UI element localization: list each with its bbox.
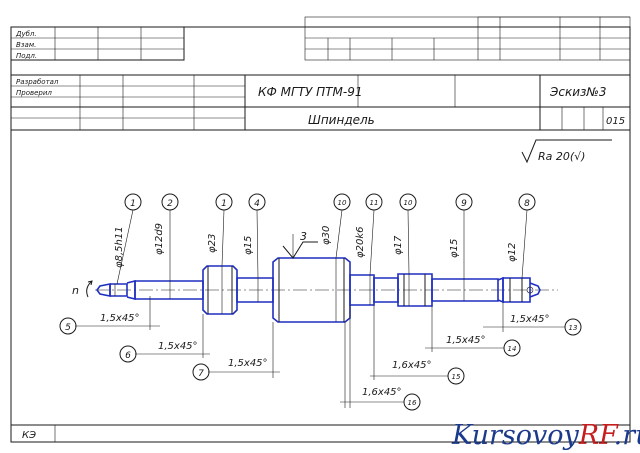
chamfer-6: 1,5x45° xyxy=(446,335,486,346)
sheet-frame xyxy=(10,26,631,443)
diam-2: φ12d9 xyxy=(154,223,165,255)
row-dubl: Дубл. xyxy=(15,30,37,38)
label-checked: Проверил xyxy=(16,89,52,97)
callout-8: 9 xyxy=(461,199,467,209)
chamfer-3: 1,5x45° xyxy=(228,358,268,369)
label-developer: Разработал xyxy=(16,78,59,86)
callout-2: 2 xyxy=(167,199,173,209)
callout-3: 1 xyxy=(221,199,227,209)
callout-circle-2 xyxy=(161,193,179,211)
callout-10: 5 xyxy=(65,323,71,333)
revision-table: Дубл. Взам. Подл. xyxy=(10,26,185,61)
callout-7: 10 xyxy=(404,199,413,207)
chamfer-7: 1,5x45° xyxy=(510,314,550,325)
rotation-label: n xyxy=(72,284,79,297)
diam-7: φ17 xyxy=(393,235,404,255)
chamfer-5: 1,6x45° xyxy=(392,360,432,371)
surface-mark: 3 xyxy=(282,230,318,259)
callout-circle-6 xyxy=(365,193,383,211)
diam-8: φ15 xyxy=(449,239,460,258)
org-name: КФ МГТУ ПТМ-91 xyxy=(258,85,362,99)
callout-11: 6 xyxy=(125,351,131,361)
rotation-indicator: n xyxy=(72,280,93,298)
callout-15: 14 xyxy=(508,345,517,353)
diam-9: φ12 xyxy=(507,243,518,262)
footer-code: КЭ xyxy=(22,430,36,441)
callout-6: 11 xyxy=(370,199,379,207)
roughness-text: Ra 20(√) xyxy=(538,150,585,163)
chamfer-2: 1,5x45° xyxy=(158,341,198,352)
chamfer-1: 1,5x45° xyxy=(100,313,140,324)
top-callouts: 1 2 1 4 10 11 10 9 8 xyxy=(116,193,536,285)
diam-3: φ23 xyxy=(207,234,218,253)
diam-4: φ15 xyxy=(243,236,254,255)
callout-circle-8 xyxy=(455,193,473,211)
diameter-dims: φ8,5h11 φ12d9 φ23 φ15 φ30 φ20k6 φ17 φ15 … xyxy=(114,223,523,322)
callout-4: 4 xyxy=(254,199,260,209)
sheet-title: Эскиз№3 xyxy=(549,85,607,99)
row-podl: Подл. xyxy=(16,52,37,60)
row-vzam: Взам. xyxy=(16,41,36,49)
callout-circle-5 xyxy=(333,193,351,211)
watermark: KursovoyRF.ru xyxy=(451,420,640,451)
bottom-callouts: 5 1,5x45° 6 1,5x45° 7 1,5x45° 16 1,6x45°… xyxy=(59,296,582,411)
callout-1: 1 xyxy=(130,199,136,209)
surface-mark-text: 3 xyxy=(300,230,307,243)
title-block: Разработал Проверил КФ МГТУ ПТМ-91 Эскиз… xyxy=(11,74,630,131)
callout-16: 13 xyxy=(569,324,578,332)
callout-13: 16 xyxy=(408,399,417,407)
callout-12: 7 xyxy=(198,369,204,379)
callout-circle-3 xyxy=(215,193,233,211)
callout-circle-1 xyxy=(124,193,142,211)
diam-1: φ8,5h11 xyxy=(114,226,125,268)
footer-strip: КЭ xyxy=(11,424,630,442)
diam-5: φ30 xyxy=(321,226,332,245)
part-name: Шпиндель xyxy=(308,113,375,127)
top-right-grid xyxy=(304,16,631,61)
chamfer-4: 1,6x45° xyxy=(362,387,402,398)
callout-circle-7 xyxy=(399,193,417,211)
callout-9: 8 xyxy=(524,199,530,209)
callout-14: 15 xyxy=(452,373,461,381)
callout-circle-4 xyxy=(248,193,266,211)
diam-6: φ20k6 xyxy=(355,227,366,258)
sheet-code: 015 xyxy=(606,116,625,127)
callout-circle-9 xyxy=(518,193,536,211)
callout-5: 10 xyxy=(338,199,347,207)
watermark-text: KursovoyRF.ru xyxy=(451,420,640,451)
roughness-mark: Ra 20(√) xyxy=(521,139,612,164)
